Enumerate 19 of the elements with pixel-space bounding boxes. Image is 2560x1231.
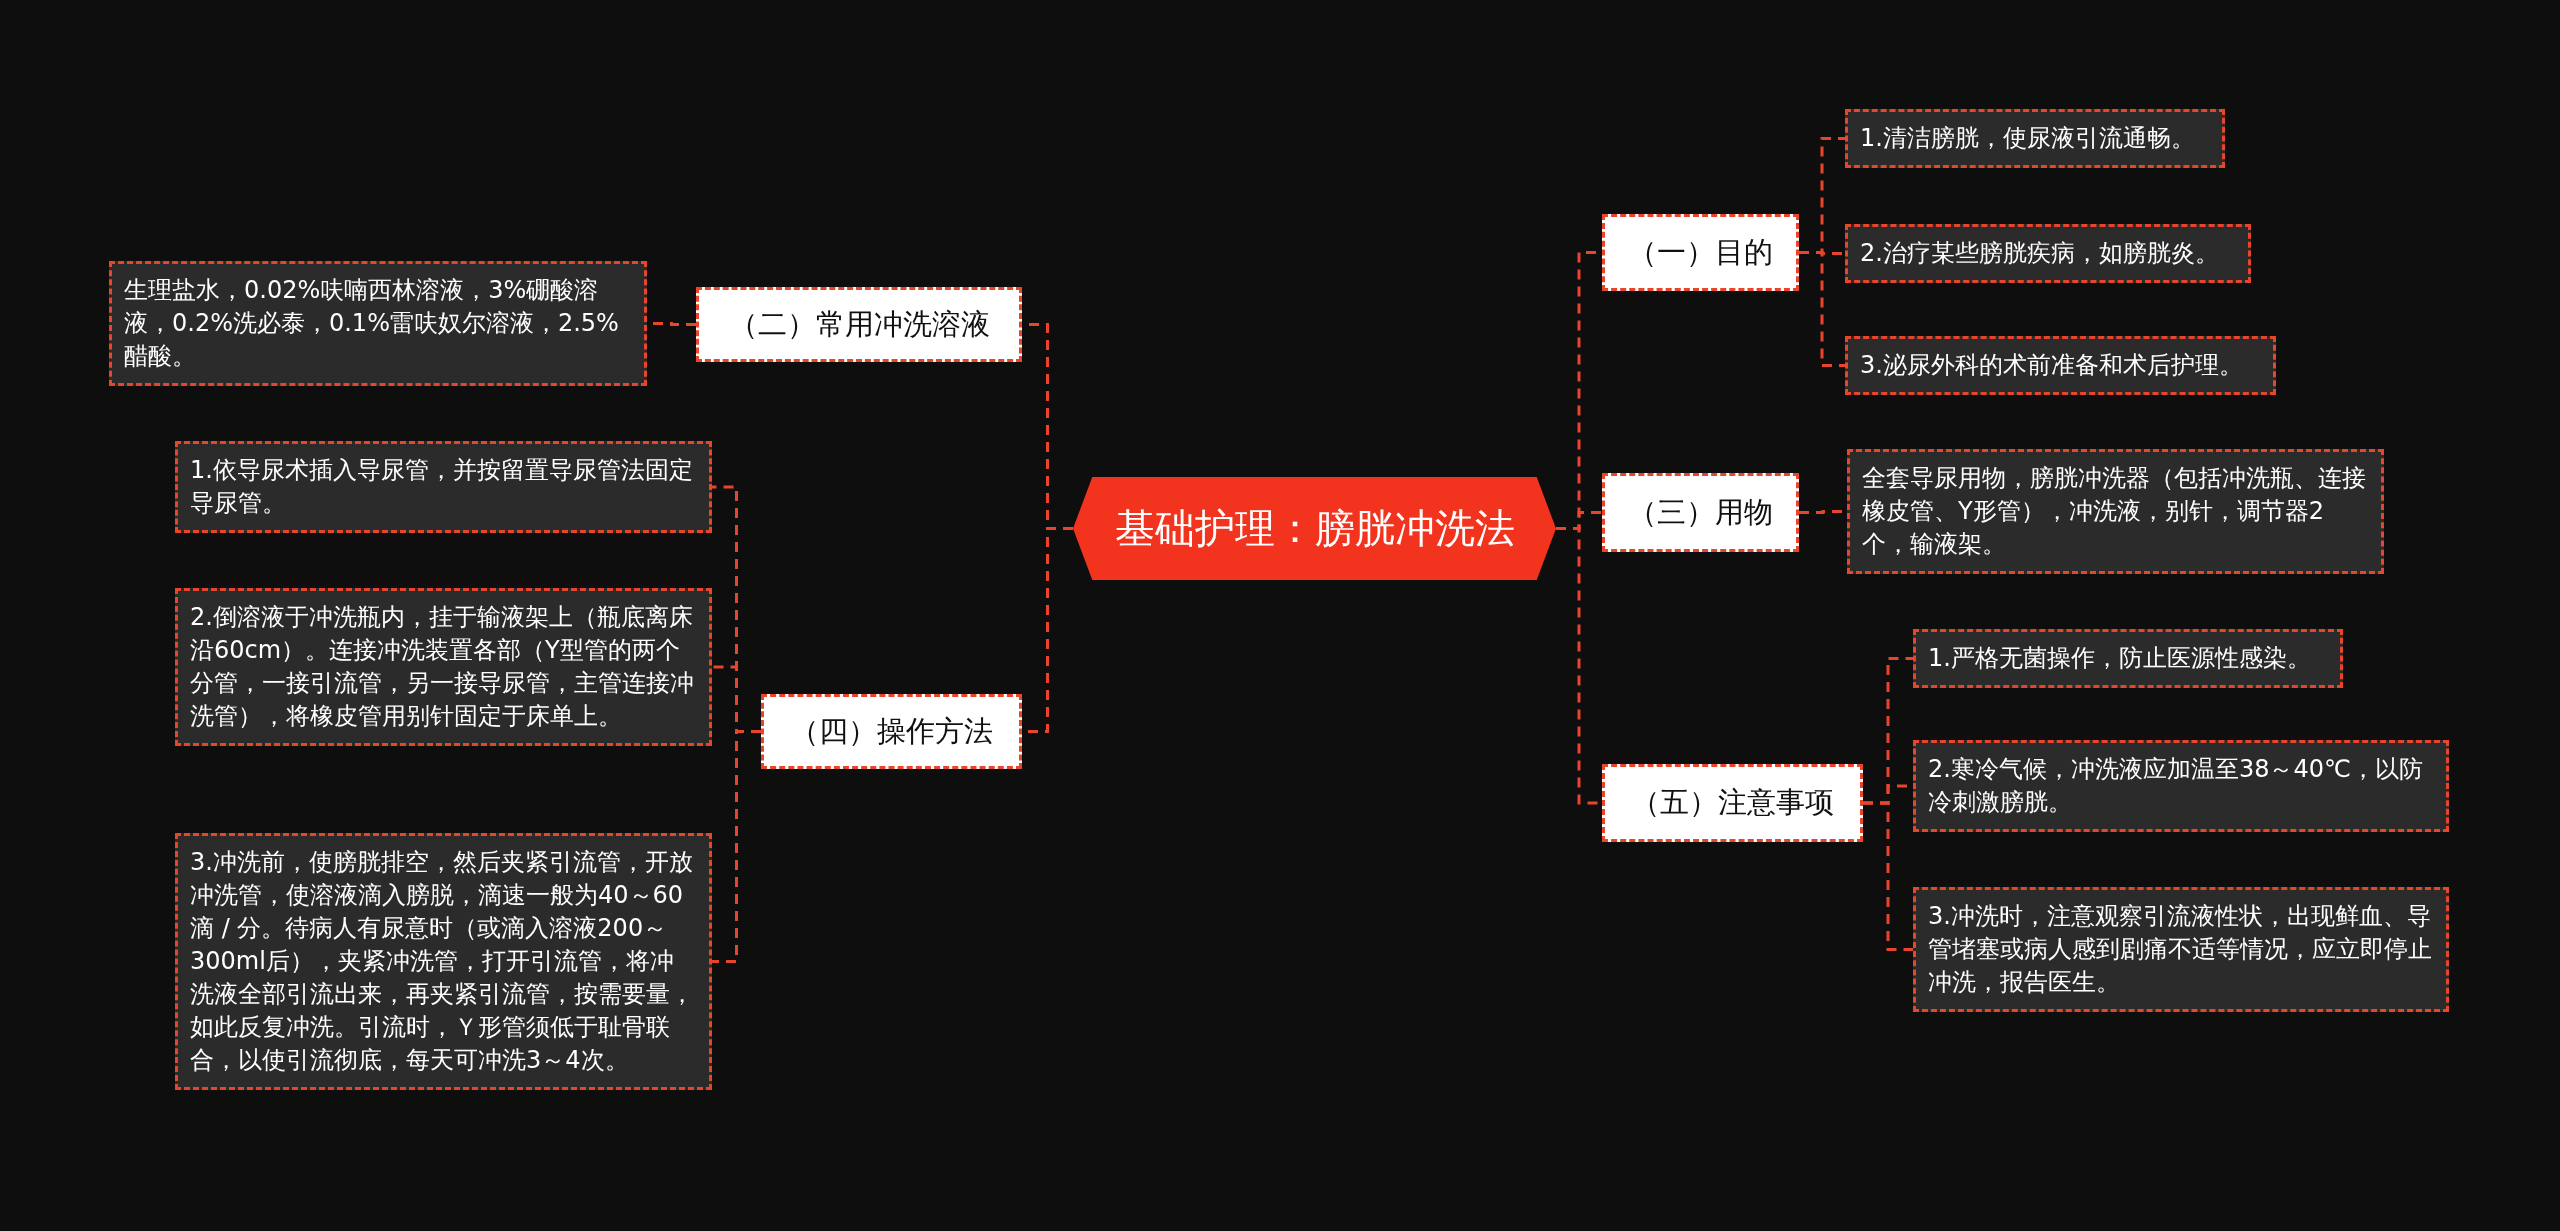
note-box: 1.严格无菌操作，防止医源性感染。: [1913, 629, 2343, 688]
note-box: 生理盐水，0.02%呋喃西林溶液，3%硼酸溶液，0.2%洗必泰，0.1%雷呋奴尔溶液，2.5%醋酸。: [109, 261, 647, 386]
note-box: 3.冲洗前，使膀胱排空，然后夹紧引流管，开放冲洗管，使溶液滴入膀脱，滴速一般为40～60滴 / 分。待病人有尿意时（或滴入溶液200～300ml后），夹紧冲洗管，打开引流管，将冲洗液全部引流出来，再夹紧引流管，按需要量，如此反复冲洗。引流时，Ｙ形管须低于耻骨联合，以使引流彻底，每天可冲洗3～4次。: [175, 833, 712, 1090]
note-box: 全套导尿用物，膀胱冲洗器（包括冲洗瓶、连接橡皮管、Y形管），冲洗液，别针，调节器2个，输液架。: [1847, 449, 2384, 574]
note-box: 3.泌尿外科的术前准备和术后护理。: [1845, 336, 2276, 395]
connector-line: [1799, 251, 1845, 367]
topic-box: （五）注意事项: [1602, 764, 1863, 842]
topic-box: （四）操作方法: [761, 694, 1022, 769]
note-box: 2.寒冷气候，冲洗液应加温至38～40℃，以防冷刺激膀胱。: [1913, 740, 2449, 832]
topic-box: （二）常用冲洗溶液: [696, 287, 1022, 362]
topic-box: （三）用物: [1602, 473, 1799, 552]
connector-line: [712, 730, 761, 963]
note-box: 3.冲洗时，注意观察引流液性状，出现鲜血、导管堵塞或病人感到剧痛不适等情况，应立即停止冲洗，报告医生。: [1913, 887, 2449, 1012]
note-box: 1.清洁膀胱，使尿液引流通畅。: [1845, 109, 2225, 168]
connector-line: [1863, 801, 1913, 951]
topic-box: （一）目的: [1602, 214, 1799, 291]
note-box: 2.治疗某些膀胱疾病，如膀胱炎。: [1845, 224, 2251, 283]
note-box: 1.依导尿术插入导尿管，并按留置导尿管法固定导尿管。: [175, 441, 712, 533]
note-box: 2.倒溶液于冲洗瓶内，挂于输液架上（瓶底离床沿60cm）。连接冲洗装置各部（Y型管的两个分管，一接引流管，另一接导尿管，主管连接冲洗管），将橡皮管用别针固定于床单上。: [175, 588, 712, 746]
